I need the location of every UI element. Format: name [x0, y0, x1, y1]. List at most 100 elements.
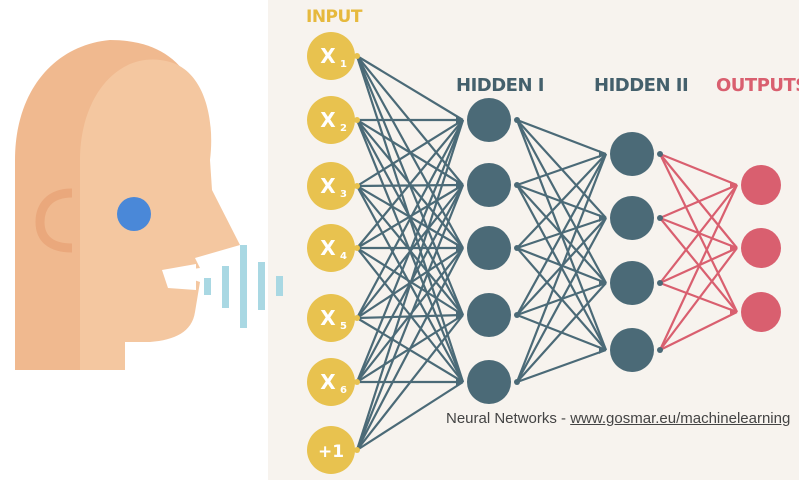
- output-node: [741, 228, 781, 268]
- edge-hidden1-hidden2: [515, 153, 608, 383]
- hidden2-node: [610, 261, 654, 305]
- output-node: [741, 292, 781, 332]
- input-node-label: X: [320, 306, 336, 330]
- edge-hidden2-output: [659, 152, 738, 187]
- arrowhead-icon: [456, 378, 463, 386]
- input-node-circle: [307, 294, 355, 342]
- connector-dot: [354, 117, 360, 123]
- connector-dot: [514, 117, 520, 123]
- connector-dot: [354, 379, 360, 385]
- hidden2-node: [610, 328, 654, 372]
- input-node-label: X: [320, 44, 336, 68]
- arrowhead-icon: [456, 116, 463, 124]
- edge-hidden2-output: [659, 311, 738, 351]
- edge-hidden2-output: [659, 184, 738, 351]
- edge-hidden1-hidden2: [516, 217, 607, 383]
- edge-hidden1-hidden2: [516, 348, 607, 384]
- connector-dot: [657, 215, 663, 221]
- hidden1-node: [467, 98, 511, 142]
- connector-dot: [657, 280, 663, 286]
- sound-bar: [204, 278, 211, 295]
- input-node-subscript: 3: [340, 189, 347, 200]
- input-node-subscript: 1: [340, 59, 347, 70]
- edge-hidden2-output: [659, 183, 738, 220]
- arrowhead-icon: [730, 308, 737, 316]
- input-node-circle: [307, 96, 355, 144]
- hidden1-layer-title: HIDDEN I: [456, 75, 544, 96]
- edge-input-hidden1: [356, 314, 464, 451]
- hidden1-node: [467, 293, 511, 337]
- input-node-subscript: 4: [340, 251, 347, 262]
- hidden1-node: [467, 226, 511, 270]
- input-node-circle: [307, 32, 355, 80]
- edge-input-hidden1: [355, 184, 465, 451]
- arrowhead-icon: [456, 311, 463, 319]
- input-node-label: +1: [318, 442, 344, 462]
- connector-dot: [514, 312, 520, 318]
- edge-input-hidden1: [356, 119, 464, 249]
- arrowhead-icon: [730, 244, 737, 252]
- head-face: [80, 59, 240, 371]
- input-node: +1: [307, 426, 355, 474]
- input-node-circle: [307, 224, 355, 272]
- edge-input-hidden1: [356, 119, 464, 319]
- arrowhead-icon: [456, 244, 463, 252]
- sound-bar: [258, 262, 265, 310]
- edge-input-hidden1: [355, 119, 465, 383]
- edge-hidden1-hidden2: [516, 282, 607, 383]
- connector-dot: [354, 315, 360, 321]
- outputs-layer-title: OUTPUTS: [716, 75, 799, 96]
- output-node: [741, 165, 781, 205]
- edge-input-hidden1: [356, 55, 464, 121]
- edge-hidden1-hidden2: [516, 152, 607, 187]
- mouth-opening: [162, 264, 196, 290]
- connector-dot: [514, 379, 520, 385]
- hidden2-node: [610, 132, 654, 176]
- sound-wave-icon: [204, 245, 283, 328]
- sound-bar: [240, 245, 247, 328]
- edge-input-hidden1: [356, 247, 464, 451]
- connector-dot: [514, 245, 520, 251]
- caption-text: Neural Networks -: [446, 410, 571, 427]
- edge-hidden1-hidden2: [516, 153, 607, 249]
- connections: [354, 53, 738, 453]
- edge-input-hidden1: [356, 119, 464, 187]
- connector-dot: [354, 53, 360, 59]
- input-node-subscript: 5: [340, 321, 347, 332]
- arrowhead-icon: [599, 279, 606, 287]
- input-node-label: X: [320, 236, 336, 260]
- edge-hidden2-output: [659, 184, 738, 284]
- hidden2-layer-title: HIDDEN II: [594, 75, 688, 96]
- arrowhead-icon: [456, 181, 463, 189]
- arrowhead-icon: [599, 346, 606, 354]
- connector-dot: [354, 245, 360, 251]
- input-node-label: X: [320, 370, 336, 394]
- caption-link[interactable]: www.gosmar.eu/machinelearning: [570, 410, 791, 427]
- connector-dot: [354, 183, 360, 189]
- speaking-head-icon: [15, 40, 240, 371]
- ear-icon: [35, 188, 73, 253]
- input-node-label: X: [320, 174, 336, 198]
- input-layer-title: INPUT: [306, 7, 363, 27]
- hidden2-node: [610, 196, 654, 240]
- input-node-circle: [307, 426, 355, 474]
- edge-input-hidden1: [355, 119, 465, 451]
- input-node-subscript: 6: [340, 385, 347, 396]
- edge-hidden1-hidden2: [516, 153, 607, 316]
- arrowhead-icon: [730, 181, 737, 189]
- arrowhead-icon: [599, 214, 606, 222]
- eye-icon: [117, 197, 151, 231]
- input-node-subscript: 2: [340, 123, 347, 134]
- connector-dot: [354, 447, 360, 453]
- edge-hidden1-hidden2: [516, 118, 607, 156]
- edge-input-hidden1: [356, 381, 464, 451]
- edge-hidden2-output: [659, 247, 738, 351]
